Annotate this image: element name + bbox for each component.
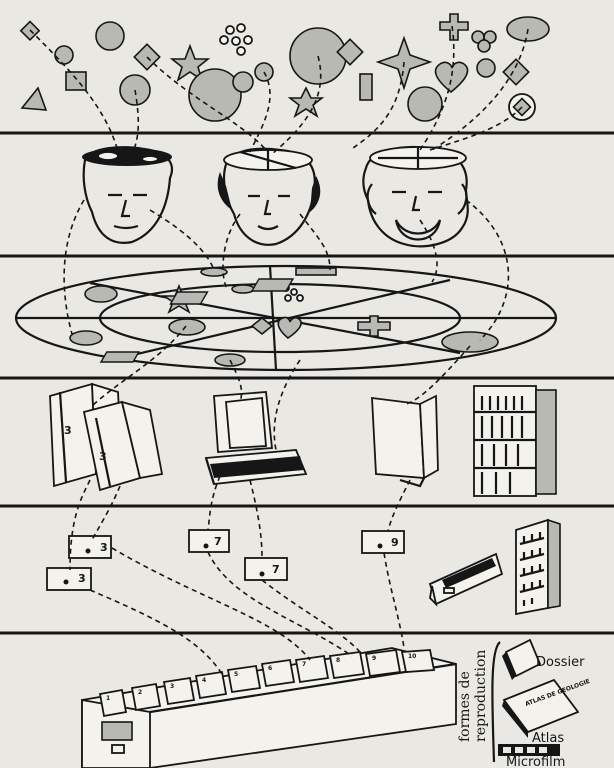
dot-cluster-shape: [219, 23, 253, 56]
drawer-label-holder: [101, 721, 133, 741]
catalogue-drawer: 1 2 3 4 5 6 7 8 9 10: [81, 647, 457, 768]
square-shape: [65, 71, 87, 91]
wheel-star-item: [250, 316, 274, 336]
drawer-tab-label: 1: [106, 695, 110, 702]
wheel-cross-item: [357, 315, 391, 337]
book-stack-left: 3 3: [49, 382, 164, 492]
trefoil-shape: [471, 30, 497, 53]
book-single-right: [371, 394, 439, 488]
wheel-diamond-item: [169, 291, 209, 305]
diamond-shape: [336, 38, 364, 66]
drawer-card-dividers: [98, 648, 436, 718]
classification-wheel: [14, 264, 558, 372]
shapes-band: [19, 13, 550, 122]
dossier-icon: [502, 638, 542, 680]
index-card: 7: [244, 557, 288, 581]
index-card: 7: [188, 529, 230, 553]
large-circle-shape: [188, 68, 242, 122]
card-number-label: 3: [78, 572, 86, 585]
circle-shape: [232, 71, 254, 93]
book-number-label: 3: [64, 424, 72, 437]
drawer-tab-label: 3: [170, 683, 174, 690]
drawer-tab-label: 2: [138, 689, 142, 696]
drawer-tab-label: 9: [372, 655, 376, 662]
wheel-ellipse-item: [168, 318, 206, 336]
drawer-tab-label: 6: [268, 665, 272, 672]
forms-label-line1: formes de: [457, 671, 473, 742]
circle-shape: [95, 21, 125, 51]
wheel-diamond-item: [250, 278, 295, 292]
forms-label-line2: reproduction: [473, 650, 489, 742]
index-card: 9: [361, 530, 405, 554]
dossier-label: Dossier: [536, 655, 585, 670]
star-shape: [169, 43, 211, 82]
flow-connectors: [29, 25, 529, 675]
cross-shape: [439, 13, 469, 41]
atlas-icon: ATLAS DE GEOLOGIE: [502, 678, 591, 738]
wheel-ellipse-item: [84, 285, 118, 303]
filing-cabinet: [515, 518, 561, 616]
atlas-label: Atlas: [532, 731, 564, 746]
index-card: 3: [46, 567, 92, 591]
drawer-tab-label: 4: [202, 677, 206, 684]
circle-shape: [407, 86, 443, 122]
microfilm-label: Microfilm: [506, 755, 565, 768]
head-old-man: [362, 145, 469, 248]
cards-band: 3 3 7 7 9: [46, 518, 561, 616]
drawer-tab-label: 5: [234, 671, 238, 678]
bookshelf: [473, 385, 557, 497]
wheel-ellipse-item: [69, 330, 103, 346]
head-woman: [217, 147, 321, 246]
drawer-tab-label: 8: [336, 657, 340, 664]
star-shape: [287, 86, 325, 118]
heart-shape: [434, 61, 469, 94]
wheel-ellipse-item: [200, 267, 228, 277]
wheel-bar-item: [295, 267, 337, 276]
wheel-ellipse-item: [231, 284, 255, 294]
card-number-label: 7: [214, 535, 222, 548]
card-tray: [428, 552, 504, 607]
drawer-tab-label: 10: [408, 653, 416, 660]
drawer-pull: [111, 744, 125, 754]
bar-shape: [359, 73, 373, 101]
card-number-label: 7: [272, 563, 280, 576]
grouping-brace: [491, 641, 501, 763]
books-band: 3 3: [49, 382, 557, 497]
triangle-shape: [20, 86, 48, 111]
wheel-heart-item: [277, 316, 302, 339]
heads-band: [82, 145, 469, 248]
diamond-shape: [502, 58, 530, 86]
circle-shape: [476, 58, 496, 78]
microfilm-icon: [498, 744, 560, 756]
card-number-label: 9: [391, 536, 399, 549]
wheel-ellipse-item: [441, 331, 499, 353]
book-pair-center: [204, 391, 308, 485]
wheel-diamond-item: [99, 351, 141, 363]
index-card: 3: [68, 535, 112, 559]
card-number-label: 3: [100, 541, 108, 554]
reproduction-forms: formes de reproduction Dossier ATLAS DE …: [457, 638, 591, 768]
drawer-tab-label: 7: [302, 661, 306, 668]
book-number-label: 3: [99, 450, 107, 463]
circle-shape: [54, 45, 74, 65]
head-young-man: [82, 146, 174, 244]
